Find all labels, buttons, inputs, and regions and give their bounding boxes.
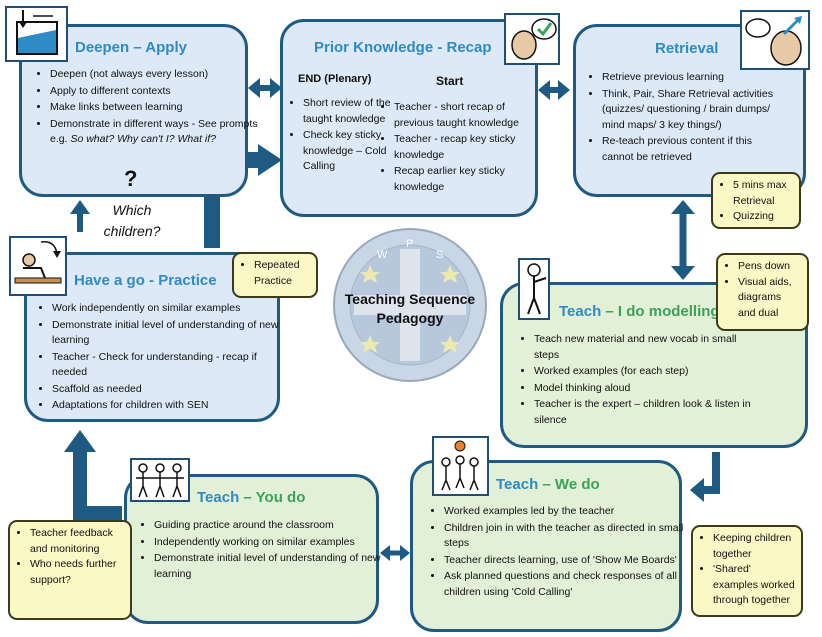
list-item: Who needs further support?: [30, 557, 124, 588]
list-item: Teacher - Check for understanding - reca…: [52, 350, 284, 381]
list-item: Deepen (not always every lesson): [50, 67, 260, 83]
arrow-ido-wedo: [690, 452, 720, 502]
list-item: Make links between learning: [50, 100, 260, 116]
youdo-note: Teacher feedback and monitoring Who need…: [8, 520, 132, 620]
list-item: Re-teach previous content if this cannot…: [602, 134, 784, 165]
retrieval-list: Retrieve previous learning Think, Pair, …: [586, 70, 784, 166]
list-item: Recap earlier key sticky knowledge: [394, 164, 540, 195]
wedo-title: Teach – We do: [496, 476, 600, 493]
remembering-head-icon: [740, 10, 810, 70]
practice-title: Have a go - Practice: [74, 272, 217, 289]
arrow-prior-retrieval: [538, 80, 570, 100]
list-item: 5 mins max Retrieval: [733, 178, 793, 209]
retrieval-note: 5 mins max Retrieval Quizzing: [711, 172, 801, 229]
list-item: Teacher feedback and monitoring: [30, 526, 124, 557]
list-item: Teacher - recap key sticky knowledge: [394, 132, 540, 163]
ido-list: Teach new material and new vocab in smal…: [518, 332, 760, 429]
logo-letter-s: S: [436, 249, 443, 261]
list-item: Pens down: [738, 259, 801, 275]
list-item: Retrieve previous learning: [602, 70, 784, 86]
list-item: Teacher is the expert – children look & …: [534, 397, 760, 428]
list-item: Quizzing: [733, 209, 793, 225]
list-item: Scaffold as needed: [52, 382, 284, 398]
list-item: Demonstrate initial level of understandi…: [52, 318, 284, 349]
arrow-youdo-practice: [64, 430, 122, 520]
list-item: Keeping children together: [713, 531, 795, 562]
which-children-label: Which children?: [103, 202, 161, 239]
practice-list: Work independently on similar examples D…: [36, 301, 284, 415]
retrieval-title: Retrieval: [655, 40, 719, 57]
teacher-presenting-icon: [518, 258, 550, 320]
list-item: Guiding practice around the classroom: [154, 518, 386, 534]
list-item: Work independently on similar examples: [52, 301, 284, 317]
logo-letter-w: W: [377, 249, 388, 261]
list-item: Worked examples led by the teacher: [444, 504, 688, 520]
youdo-title: Teach – You do: [197, 489, 306, 506]
ido-title: Teach – I do modelling: [559, 303, 720, 320]
list-item: Model thinking aloud: [534, 381, 760, 397]
wedo-list: Worked examples led by the teacher Child…: [428, 504, 688, 601]
prior-knowledge-title: Prior Knowledge - Recap: [314, 39, 492, 56]
group-with-teacher-icon: [432, 436, 489, 496]
youdo-list: Guiding practice around the classroom In…: [138, 518, 386, 583]
end-plenary-heading: END (Plenary): [298, 73, 372, 85]
prior-knowledge-panel: [280, 19, 538, 217]
list-item: Ask planned questions and check response…: [444, 569, 688, 600]
water-level-icon: [5, 6, 68, 62]
arrow-deepen-prior: [248, 78, 282, 98]
arrow-retrieval-ido: [671, 200, 695, 280]
list-item: Teacher directs learning, use of 'Show M…: [444, 553, 688, 569]
group-of-children-icon: [130, 458, 190, 502]
list-item: Apply to different contexts: [50, 84, 260, 100]
list-item: Think, Pair, Share Retrieval activities …: [602, 87, 784, 134]
list-item: Short review of the taught knowledge: [303, 96, 399, 127]
list-item: Teacher - short recap of previous taught…: [394, 100, 540, 131]
list-item: Visual aids, diagrams and dual: [738, 275, 801, 322]
wedo-note: Keeping children together 'Shared' examp…: [691, 525, 803, 617]
list-item: Check key sticky knowledge – Cold Callin…: [303, 128, 399, 175]
list-item: Teach new material and new vocab in smal…: [534, 332, 760, 363]
deepen-apply-title: Deepen – Apply: [75, 39, 187, 56]
list-item: Adaptations for children with SEN: [52, 398, 284, 414]
list-item: Independently working on similar example…: [154, 535, 386, 551]
list-item: Worked examples (for each step): [534, 364, 760, 380]
start-list: Teacher - short recap of previous taught…: [382, 100, 540, 196]
arrow-wedo-youdo: [380, 545, 410, 561]
center-title: Teaching Sequence Pedagogy: [344, 291, 476, 326]
list-item: Children join in with the teacher as dir…: [444, 521, 688, 552]
ido-note: Pens down Visual aids, diagrams and dual: [716, 253, 809, 331]
end-plenary-list: Short review of the taught knowledge Che…: [288, 96, 399, 176]
start-heading: Start: [436, 74, 464, 88]
school-logo: W P S: [330, 225, 490, 385]
list-item: Demonstrate initial level of understandi…: [154, 551, 386, 582]
writing-at-desk-icon: [9, 236, 67, 296]
arrow-practice-deepen: [70, 200, 90, 232]
question-mark: ?: [124, 166, 138, 191]
thinking-head-icon: [504, 13, 560, 65]
deepen-apply-list: Deepen (not always every lesson) Apply t…: [34, 67, 260, 149]
list-item: 'Shared' examples worked through togethe…: [713, 562, 795, 609]
list-item: Demonstrate in different ways - See prom…: [50, 117, 260, 148]
logo-letter-p: P: [406, 238, 413, 250]
